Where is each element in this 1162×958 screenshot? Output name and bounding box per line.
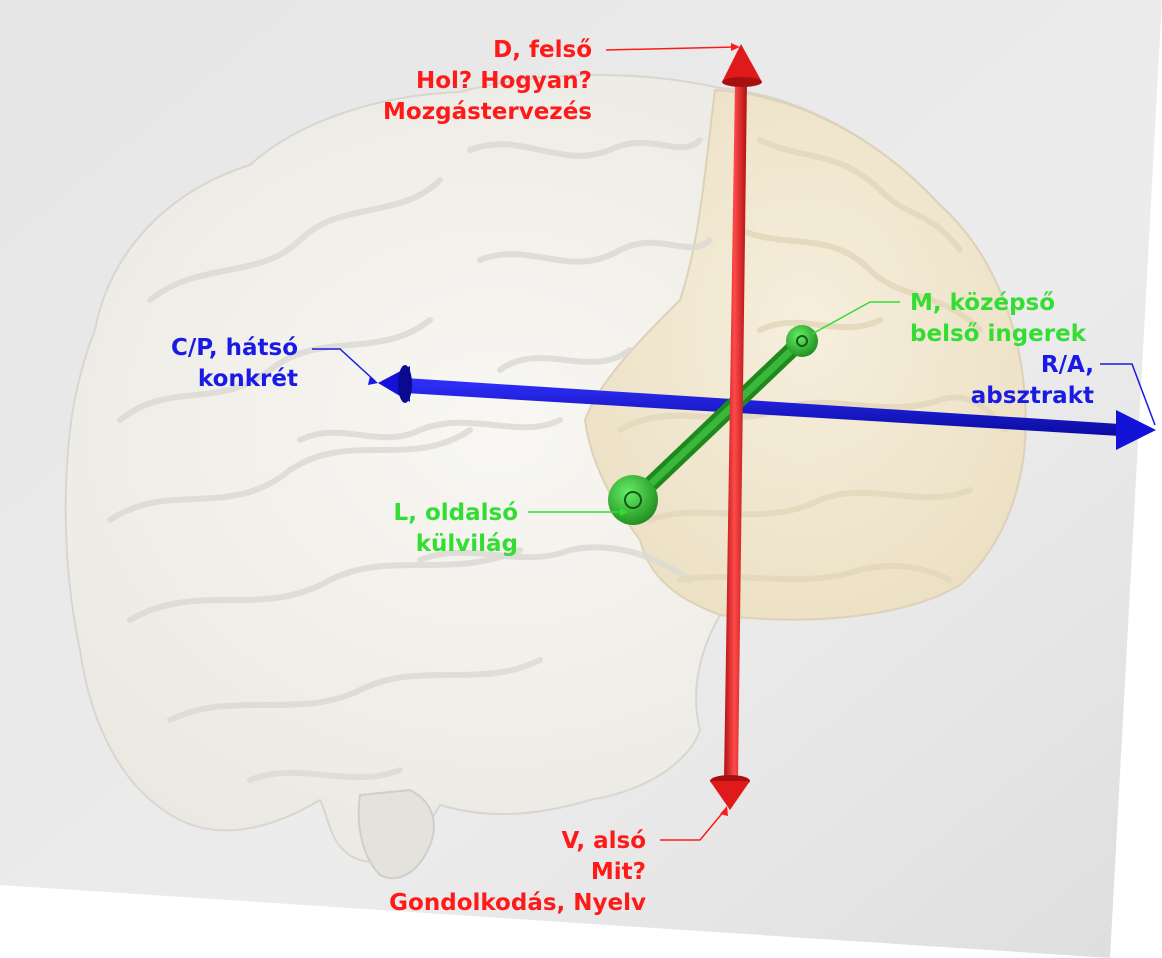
caudal-cap-icon — [398, 365, 412, 403]
medial-lateral-axis — [608, 325, 818, 525]
rostral-caudal-axis — [378, 365, 1156, 450]
label-dorsal: D, felső Hol? Hogyan? Mozgástervezés — [383, 35, 592, 128]
rostral-title: R/A, — [1040, 352, 1094, 378]
medial-title: M, középső — [910, 290, 1056, 316]
dorsal-function: Mozgástervezés — [383, 99, 592, 125]
ventral-title: V, alsó — [561, 828, 646, 854]
label-caudal: C/P, hátsó konkrét — [171, 333, 298, 395]
leader-medial — [811, 301, 900, 335]
dorsal-title: D, felső — [493, 37, 592, 63]
leader-ventral — [660, 809, 726, 841]
caudal-meaning: konkrét — [197, 366, 298, 392]
lateral-endpoint-icon — [608, 475, 658, 525]
leader-rostral — [1100, 363, 1156, 426]
label-lateral: L, oldalsó külvilág — [394, 498, 518, 560]
label-ventral: V, alsó Mit? Gondolkodás, Nyelv — [389, 826, 646, 919]
label-rostral: R/A, absztrakt — [971, 350, 1094, 412]
lateral-meaning: külvilág — [415, 531, 518, 557]
brain-illustration — [64, 73, 1027, 880]
arrowhead-ventral-icon — [710, 781, 750, 810]
label-medial: M, középső belső ingerek — [910, 288, 1086, 350]
leader-caudal — [312, 348, 376, 382]
dorsal-question: Hol? Hogyan? — [415, 68, 592, 94]
lateral-title: L, oldalsó — [393, 500, 518, 526]
arrowhead-rostral-icon — [1116, 410, 1156, 450]
ventral-function: Gondolkodás, Nyelv — [389, 890, 646, 916]
rostral-meaning: absztrakt — [970, 383, 1094, 409]
leader-dorsal — [605, 46, 736, 51]
ventral-question: Mit? — [590, 859, 646, 885]
arrowhead-dorsal-icon — [722, 44, 762, 82]
medial-endpoint-icon — [786, 325, 818, 357]
medial-meaning: belső ingerek — [910, 321, 1087, 347]
caudal-title: C/P, hátsó — [170, 335, 298, 361]
dorsal-ventral-axis — [710, 44, 762, 810]
